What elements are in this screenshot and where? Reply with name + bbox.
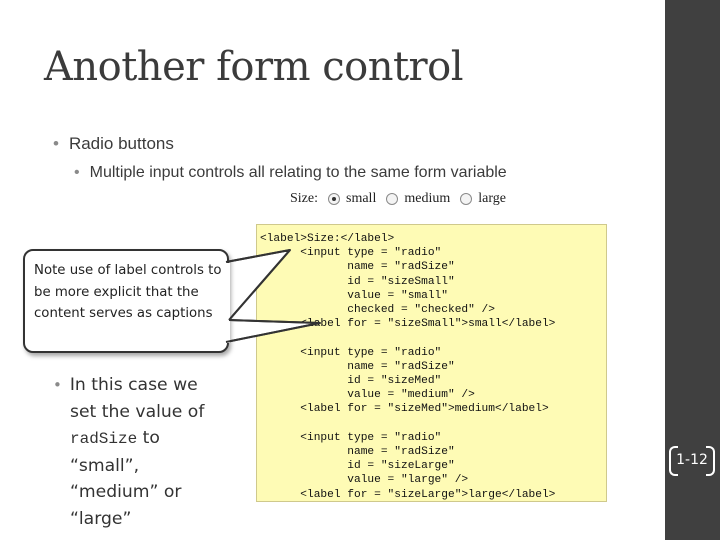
sub-bullet-multiple-inputs: • Multiple input controls all relating to… (74, 164, 507, 182)
radio-medium-label: medium (404, 191, 451, 206)
bullet-radio-buttons: • Radio buttons (53, 134, 174, 154)
radio-medium[interactable] (386, 193, 399, 205)
radio-large-label: large (478, 191, 506, 206)
callout-text: Note use of label controls to be more ex… (34, 263, 222, 321)
radio-small-label: small (346, 191, 377, 206)
radio-preview: Size: small medium large (290, 191, 506, 207)
bracket-left-icon (669, 446, 678, 476)
slide: Another form control • Radio buttons • Mul… (23, 44, 607, 532)
bullet-dot-icon: • (53, 134, 59, 153)
bullet-text: Multiple input controls all relating to … (89, 164, 507, 181)
bullet-dot-icon: • (53, 376, 62, 394)
slide-title: Another form control (44, 44, 464, 90)
bullet-text: Radio buttons (68, 134, 174, 153)
b3-line3-tail: to (137, 428, 160, 448)
code-block: <label>Size:</label> <input type = "radi… (256, 224, 607, 502)
code-text: <label>Size:</label> <input type = "radi… (260, 233, 556, 501)
slide-number-text: 1-12 (676, 452, 708, 468)
b3-line1: In this case we (69, 375, 198, 395)
b3-line4: “small”, (70, 455, 140, 476)
size-label: Size: (290, 191, 318, 206)
radio-small[interactable] (328, 193, 340, 205)
slide-number: 1-12 (669, 446, 715, 476)
b3-line3: radSize to (53, 425, 253, 453)
bullet-value-explanation: • In this case we set the value of radSiz… (53, 372, 253, 532)
radio-large[interactable] (460, 193, 473, 205)
b3-line5: “medium” or (70, 482, 182, 502)
b3-line2: set the value of (70, 401, 205, 422)
bracket-right-icon (706, 446, 715, 476)
code-term: radSize (70, 430, 138, 448)
callout-box: Note use of label controls to be more ex… (23, 249, 229, 353)
b3-line6: “large” (70, 508, 132, 529)
bullet-dot-icon: • (74, 164, 80, 181)
